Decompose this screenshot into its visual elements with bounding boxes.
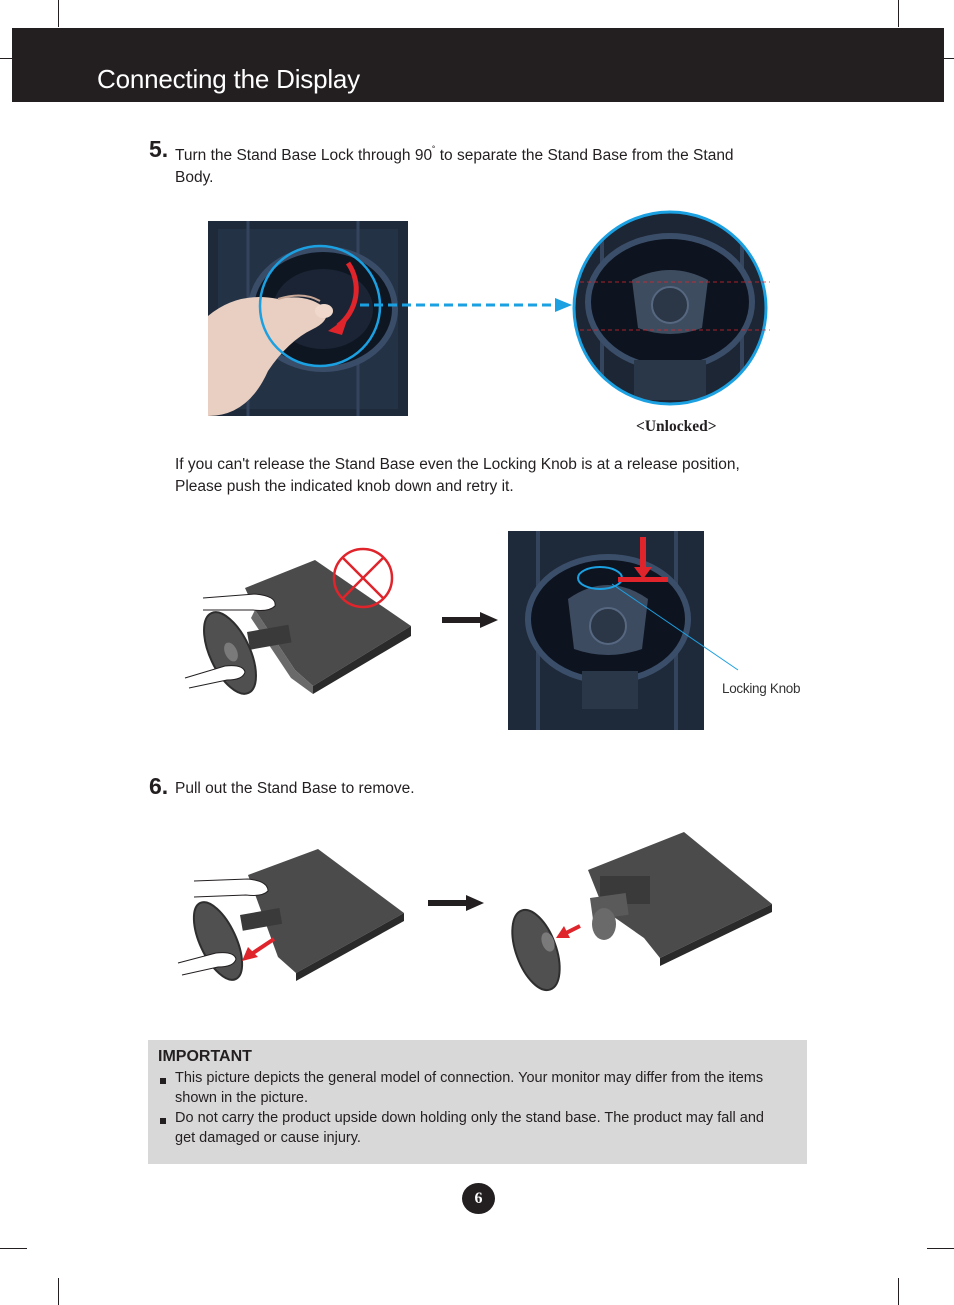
photo-locking-knob [508,531,704,730]
illustration-pull-stand-base [177,849,404,981]
step-5-number: 5. [149,136,169,162]
black-arrow [442,612,498,628]
important-item: This picture depicts the general model o… [175,1068,800,1108]
important-title: IMPORTANT [158,1048,252,1065]
important-item-line: Do not carry the product upside down hol… [175,1110,764,1126]
page-title: Connecting the Display [97,64,360,94]
photo-hand-turning-lock [208,221,408,416]
black-arrow [428,895,484,911]
header-bar [12,28,944,102]
step-5-text-part: Body. [175,169,214,187]
crop-mark [0,1248,27,1249]
locking-knob-label: Locking Knob [722,681,801,696]
step-5-note: If you can't release the Stand Base even… [175,454,815,498]
step-5-note-line: Please push the indicated knob down and … [175,478,514,495]
step-5-note-line: If you can't release the Stand Base even… [175,456,740,473]
crop-mark [0,58,12,59]
caption-unlocked: <Unlocked> [636,418,717,435]
step-6-number: 6. [149,773,169,799]
dashed-arrow [360,298,572,312]
page-number: 6 [462,1183,495,1214]
photo-unlocked-closeup [572,210,770,406]
important-item-line: get damaged or cause injury. [175,1130,361,1146]
crop-mark [944,58,954,59]
step-5-text-part: to separate the Stand Base from the Stan… [435,147,734,165]
crop-mark [58,0,59,27]
bullet-icon [160,1118,166,1124]
important-item: Do not carry the product upside down hol… [175,1108,800,1148]
degree-symbol: ˚ [432,146,436,157]
step-5-text-part: Turn the Stand Base Lock through 90 [175,147,433,165]
bullet-icon [160,1078,166,1084]
crop-mark [927,1248,954,1249]
crop-mark [58,1278,59,1305]
important-item-line: This picture depicts the general model o… [175,1070,764,1086]
crop-mark [898,1278,899,1305]
step-5-text: Turn the Stand Base Lock through 90˚ to … [175,141,815,189]
crop-mark [898,0,899,27]
important-item-line: shown in the picture. [175,1090,308,1106]
illustration-monitor-prohibited [184,547,411,695]
step-6-text: Pull out the Stand Base to remove. [175,780,415,797]
important-notice: IMPORTANT This picture depicts the gener… [148,1040,807,1164]
illustration-stand-base-removed [511,832,772,992]
locking-knob-leader-line [611,583,739,671]
